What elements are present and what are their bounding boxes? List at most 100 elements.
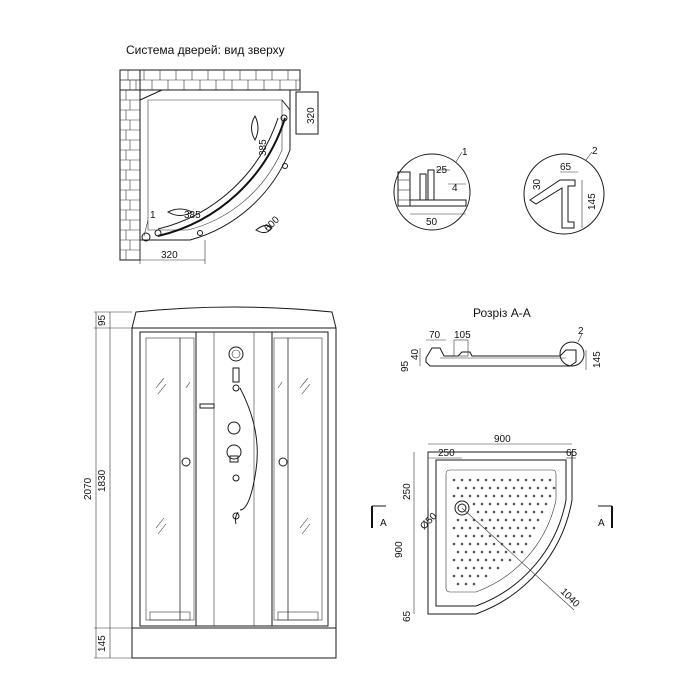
front-dim-95: 95 — [97, 314, 108, 326]
tray-dot — [452, 478, 456, 482]
drain-hole — [454, 500, 470, 516]
tray-dot — [548, 478, 552, 482]
tray-dot — [508, 558, 512, 562]
tray-dot — [544, 502, 548, 506]
tray-dot — [480, 550, 484, 554]
tray-dot — [508, 526, 512, 530]
top-view-door-system: 320 385 385 600 320 1 — [119, 69, 319, 264]
tray-dot — [512, 550, 516, 554]
detail-1-dim-50: 50 — [426, 217, 438, 228]
front-dim-145: 145 — [97, 635, 108, 652]
tray-dot — [512, 486, 516, 490]
anti-slip-dots — [452, 478, 556, 586]
tray-dot — [456, 518, 460, 522]
tray-dot — [492, 542, 496, 546]
tray-dot — [488, 566, 492, 570]
tray-dot — [456, 486, 460, 490]
tray-dot — [452, 526, 456, 530]
mount-panel-right — [295, 91, 319, 135]
tray-dot — [492, 510, 496, 514]
tray-dot — [484, 494, 488, 498]
tray-dim-65-top: 65 — [566, 448, 578, 459]
tray-dot — [476, 510, 480, 514]
dim-385-vertical: 385 — [258, 139, 269, 156]
tray-dot — [528, 518, 532, 522]
tray-dot — [532, 510, 536, 514]
tray-dot — [516, 526, 520, 530]
tray-dot — [460, 478, 464, 482]
tray-dot — [488, 550, 492, 554]
tray-dot — [460, 526, 464, 530]
tray-dot — [460, 574, 464, 578]
tray-dot — [476, 494, 480, 498]
section-dim-95: 95 — [400, 360, 411, 372]
tray-outline — [427, 451, 573, 615]
tray-dot — [528, 534, 532, 538]
tray-dot — [508, 510, 512, 514]
tray-dot — [488, 518, 492, 522]
tray-dot — [524, 510, 528, 514]
tray-dot — [508, 478, 512, 482]
tray-dot — [468, 558, 472, 562]
section-dim-70: 70 — [429, 330, 441, 341]
tray-dot — [536, 502, 540, 506]
tray-dot — [492, 526, 496, 530]
left-door-handle — [181, 457, 191, 467]
tray-dot — [472, 582, 476, 586]
dim-600-diagonal: 600 — [262, 214, 282, 234]
section-dim-40: 40 — [410, 348, 421, 360]
dim-320-right: 320 — [306, 107, 317, 124]
tray-dot — [468, 494, 472, 498]
tray-dot — [480, 534, 484, 538]
tray-dot — [524, 526, 528, 530]
detail-1-circle — [393, 153, 471, 231]
dim-385-horizontal: 385 — [184, 210, 201, 221]
section-detail-circle — [559, 341, 585, 367]
cabin-tray — [131, 627, 337, 659]
tray-dot — [516, 478, 520, 482]
tray-dot — [472, 550, 476, 554]
tray-dot — [460, 494, 464, 498]
tray-dot — [472, 486, 476, 490]
tray-dot — [496, 550, 500, 554]
shower-hose — [239, 387, 258, 511]
tray-dot — [464, 582, 468, 586]
tray-dot — [492, 478, 496, 482]
front-dim-1830: 1830 — [97, 469, 108, 492]
tray-dot — [456, 582, 460, 586]
tray-dot — [504, 518, 508, 522]
detail-2-circle — [523, 153, 605, 235]
tray-dot — [536, 518, 540, 522]
section-dim-105: 105 — [454, 330, 471, 341]
tray-dot — [452, 558, 456, 562]
tray-dot — [504, 502, 508, 506]
tray-dot — [484, 574, 488, 578]
tray-dot — [476, 542, 480, 546]
tray-plan-view: 1040 900 250 65 250 Ø50 900 65 A A — [371, 434, 613, 622]
section-mark-right: A — [598, 518, 605, 529]
shelf — [199, 403, 215, 409]
tray-dot — [532, 494, 536, 498]
dim-320-bottom: 320 — [161, 250, 178, 261]
enclosure-outline — [139, 89, 291, 241]
tray-dot — [508, 542, 512, 546]
tray-dot — [468, 526, 472, 530]
tray-dot — [500, 478, 504, 482]
tray-dot — [532, 478, 536, 482]
tray-dot — [520, 502, 524, 506]
tray-dot — [484, 558, 488, 562]
tray-dot — [528, 502, 532, 506]
tray-dim-250-top: 250 — [438, 448, 455, 459]
detail-1-dim-25: 25 — [436, 165, 448, 176]
tray-dot — [532, 526, 536, 530]
tray-dot — [488, 534, 492, 538]
tray-dot — [504, 550, 508, 554]
detail-2-dim-145: 145 — [587, 193, 598, 210]
tray-dim-50-drain: Ø50 — [418, 511, 439, 532]
tray-dot — [528, 486, 532, 490]
brick-wall-left — [119, 69, 141, 261]
detail-2-dim-65: 65 — [560, 162, 572, 173]
tray-dot — [496, 518, 500, 522]
tray-dot — [496, 502, 500, 506]
tray-dot — [496, 566, 500, 570]
